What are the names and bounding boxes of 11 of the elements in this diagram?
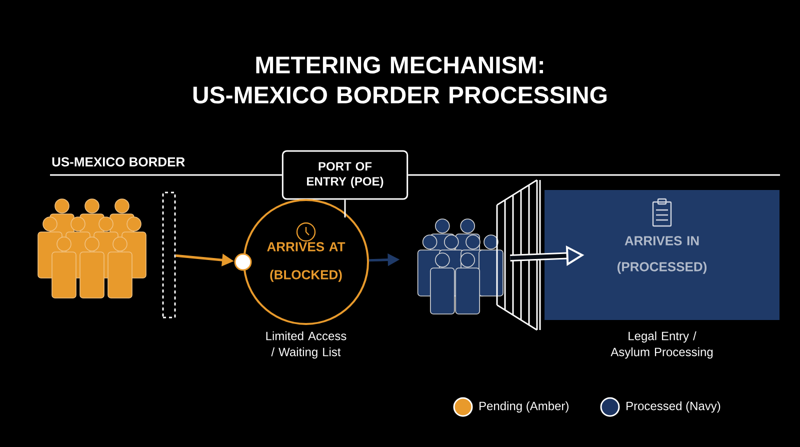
crowd-drawing xyxy=(417,218,504,314)
legend-label: Processed (Navy) xyxy=(626,401,720,413)
crowd-drawing xyxy=(38,198,146,298)
node-label: Limited Access / Waiting List xyxy=(266,331,346,359)
dashed-barrier xyxy=(162,192,176,318)
node-label: Legal Entry / Asylum Processing xyxy=(610,331,713,359)
processing-box: ARRIVES IN (PROCESSED) xyxy=(544,190,780,320)
legend-label: Pending (Amber) xyxy=(480,401,568,413)
port-box: PORT OF ENTRY (POE) xyxy=(282,150,408,200)
border-label: US-MEXICO BORDER xyxy=(52,157,185,166)
title: METERING MECHANISM: US-MEXICO BORDER PROCESSING xyxy=(193,56,606,104)
